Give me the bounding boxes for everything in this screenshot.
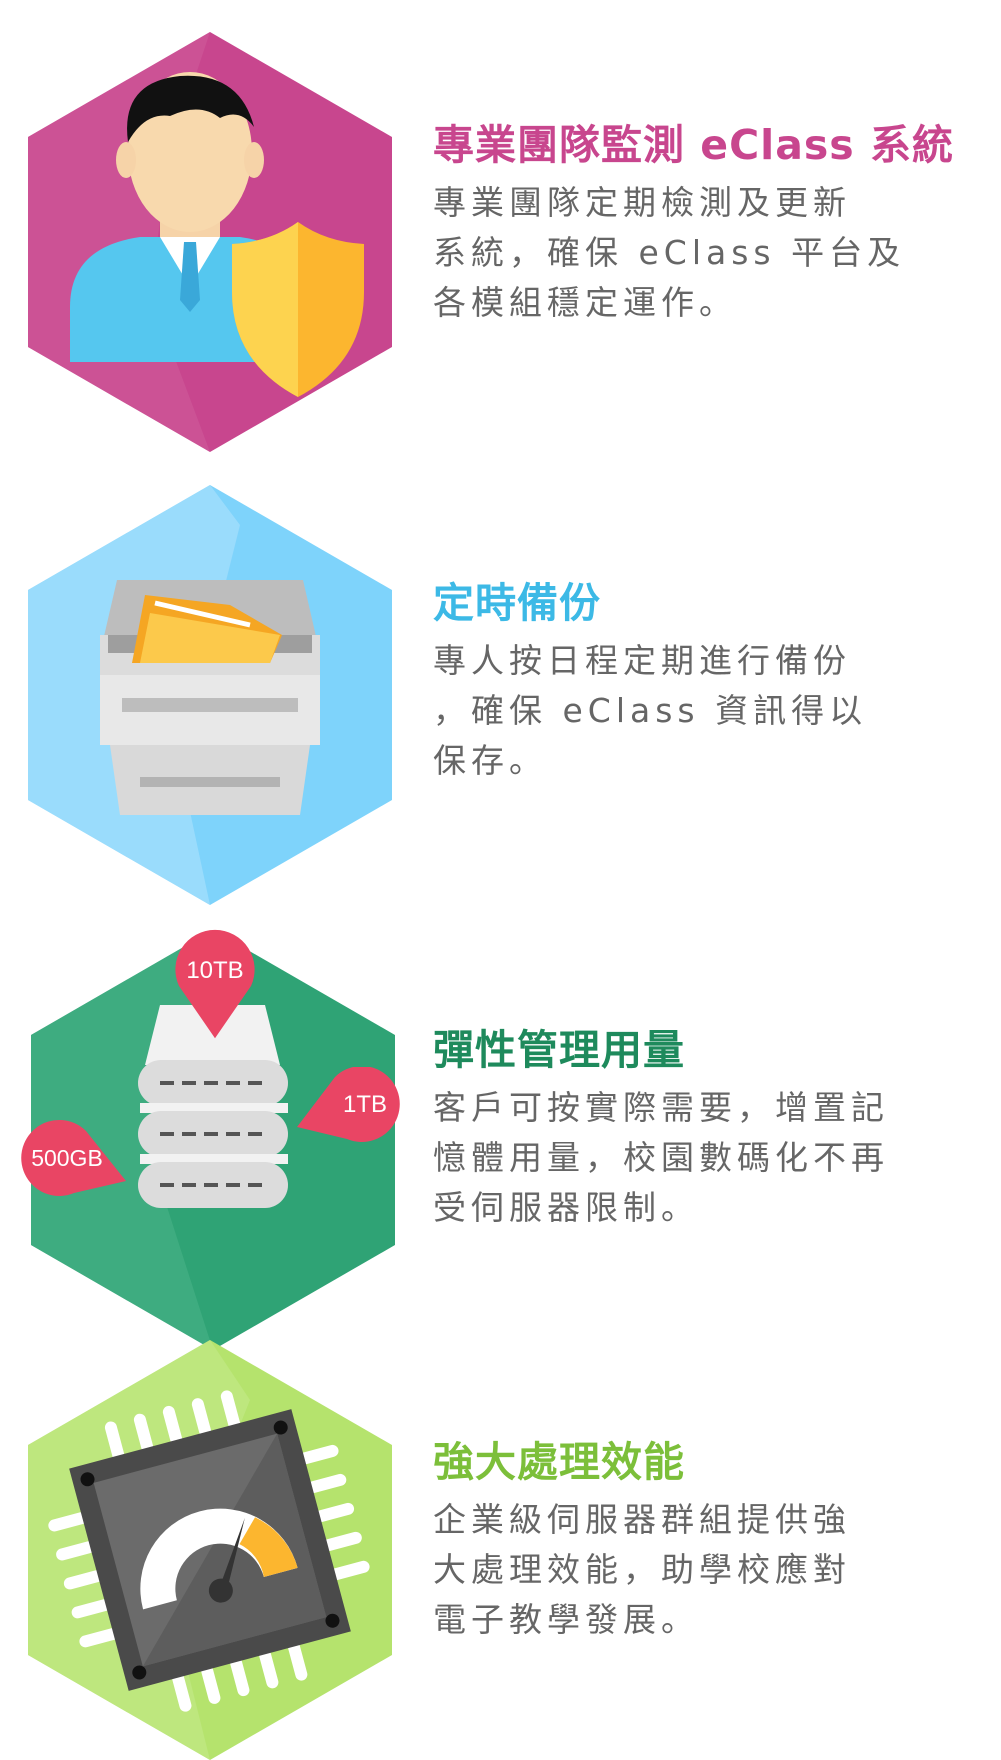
shield-icon — [232, 222, 364, 397]
map-pin-icon — [297, 1067, 400, 1142]
feature-title: 專業團隊監測 eClass 系統 — [433, 121, 954, 169]
description-line: 專人按日程定期進行備份 — [433, 641, 851, 680]
description-line: 各模組穩定運作。 — [433, 283, 737, 322]
description-line: 保存。 — [433, 741, 547, 780]
feature-description: 客戶可按實際需要，增置記 憶體用量，校園數碼化不再 受伺服器限制。 — [433, 1083, 993, 1233]
pin-label-10tb: 10TB — [186, 957, 244, 984]
pin-label-500gb: 500GB — [31, 1145, 103, 1171]
feature-title: 強大處理效能 — [433, 1438, 685, 1486]
description-line: 受伺服器限制。 — [433, 1188, 699, 1227]
backup-illustration — [28, 485, 392, 905]
description-line: 客戶可按實際需要，增置記 — [433, 1088, 889, 1127]
feature-text: 定時備份 專人按日程定期進行備份 ，確保 eClass 資訊得以 保存。 — [433, 578, 993, 786]
map-pin-icon — [21, 1119, 127, 1196]
description-line: 電子教學發展。 — [433, 1600, 699, 1639]
feature-text: 專業團隊監測 eClass 系統 專業團隊定期檢測及更新 系統，確保 eClas… — [433, 120, 993, 328]
description-line: 企業級伺服器群組提供強 — [433, 1500, 851, 1539]
feature-description: 專人按日程定期進行備份 ，確保 eClass 資訊得以 保存。 — [433, 636, 993, 786]
performance-illustration — [28, 1340, 392, 1760]
feature-description: 企業級伺服器群組提供強 大處理效能，助學校應對 電子教學發展。 — [433, 1495, 993, 1645]
server-icon — [138, 1005, 288, 1208]
feature-title: 彈性管理用量 — [433, 1026, 685, 1074]
feature-text: 強大處理效能 企業級伺服器群組提供強 大處理效能，助學校應對 電子教學發展。 — [433, 1437, 993, 1645]
feature-description: 專業團隊定期檢測及更新 系統，確保 eClass 平台及 各模組穩定運作。 — [433, 178, 993, 328]
description-line: 大處理效能，助學校應對 — [433, 1550, 851, 1589]
description-line: 專業團隊定期檢測及更新 — [433, 183, 851, 222]
monitoring-illustration — [28, 32, 392, 452]
feature-title: 定時備份 — [433, 579, 601, 627]
map-pin-icon — [175, 929, 255, 1039]
storage-illustration — [31, 930, 395, 1350]
description-line: ，確保 eClass 資訊得以 — [433, 691, 868, 730]
description-line: 系統，確保 eClass 平台及 — [433, 233, 906, 272]
description-line: 憶體用量，校園數碼化不再 — [433, 1138, 889, 1177]
cpu-chip-icon — [48, 1390, 370, 1712]
pin-label-1tb: 1TB — [342, 1091, 387, 1118]
feature-text: 彈性管理用量 客戶可按實際需要，增置記 憶體用量，校園數碼化不再 受伺服器限制。 — [433, 1025, 993, 1233]
folder-icon — [132, 595, 282, 663]
